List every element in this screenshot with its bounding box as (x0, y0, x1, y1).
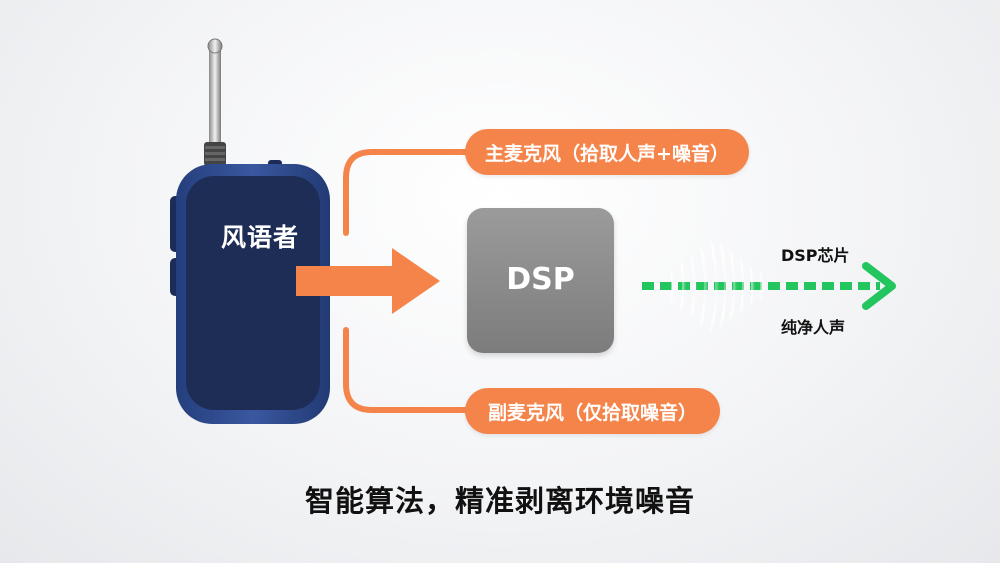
sound-wave (668, 238, 764, 334)
dsp-chip-label: DSP (506, 262, 575, 297)
dsp-chip (467, 208, 614, 353)
antenna (204, 38, 226, 166)
input-arrow (296, 248, 440, 314)
caption: 智能算法，精准剥离环境噪音 (304, 484, 695, 518)
output-arrow (642, 262, 896, 310)
device-label: 风语者 (220, 223, 299, 252)
output-bottom-label: 纯净人声 (781, 318, 846, 337)
main-mic-connector (343, 149, 471, 236)
device (170, 160, 330, 424)
output-top-label: DSP芯片 (781, 246, 850, 265)
main-mic-label: 主麦克风（拾取人声+噪音） (465, 129, 749, 175)
sub-mic-label: 副麦克风（仅拾取噪音） (465, 388, 720, 434)
sub-mic-connector (343, 327, 471, 413)
